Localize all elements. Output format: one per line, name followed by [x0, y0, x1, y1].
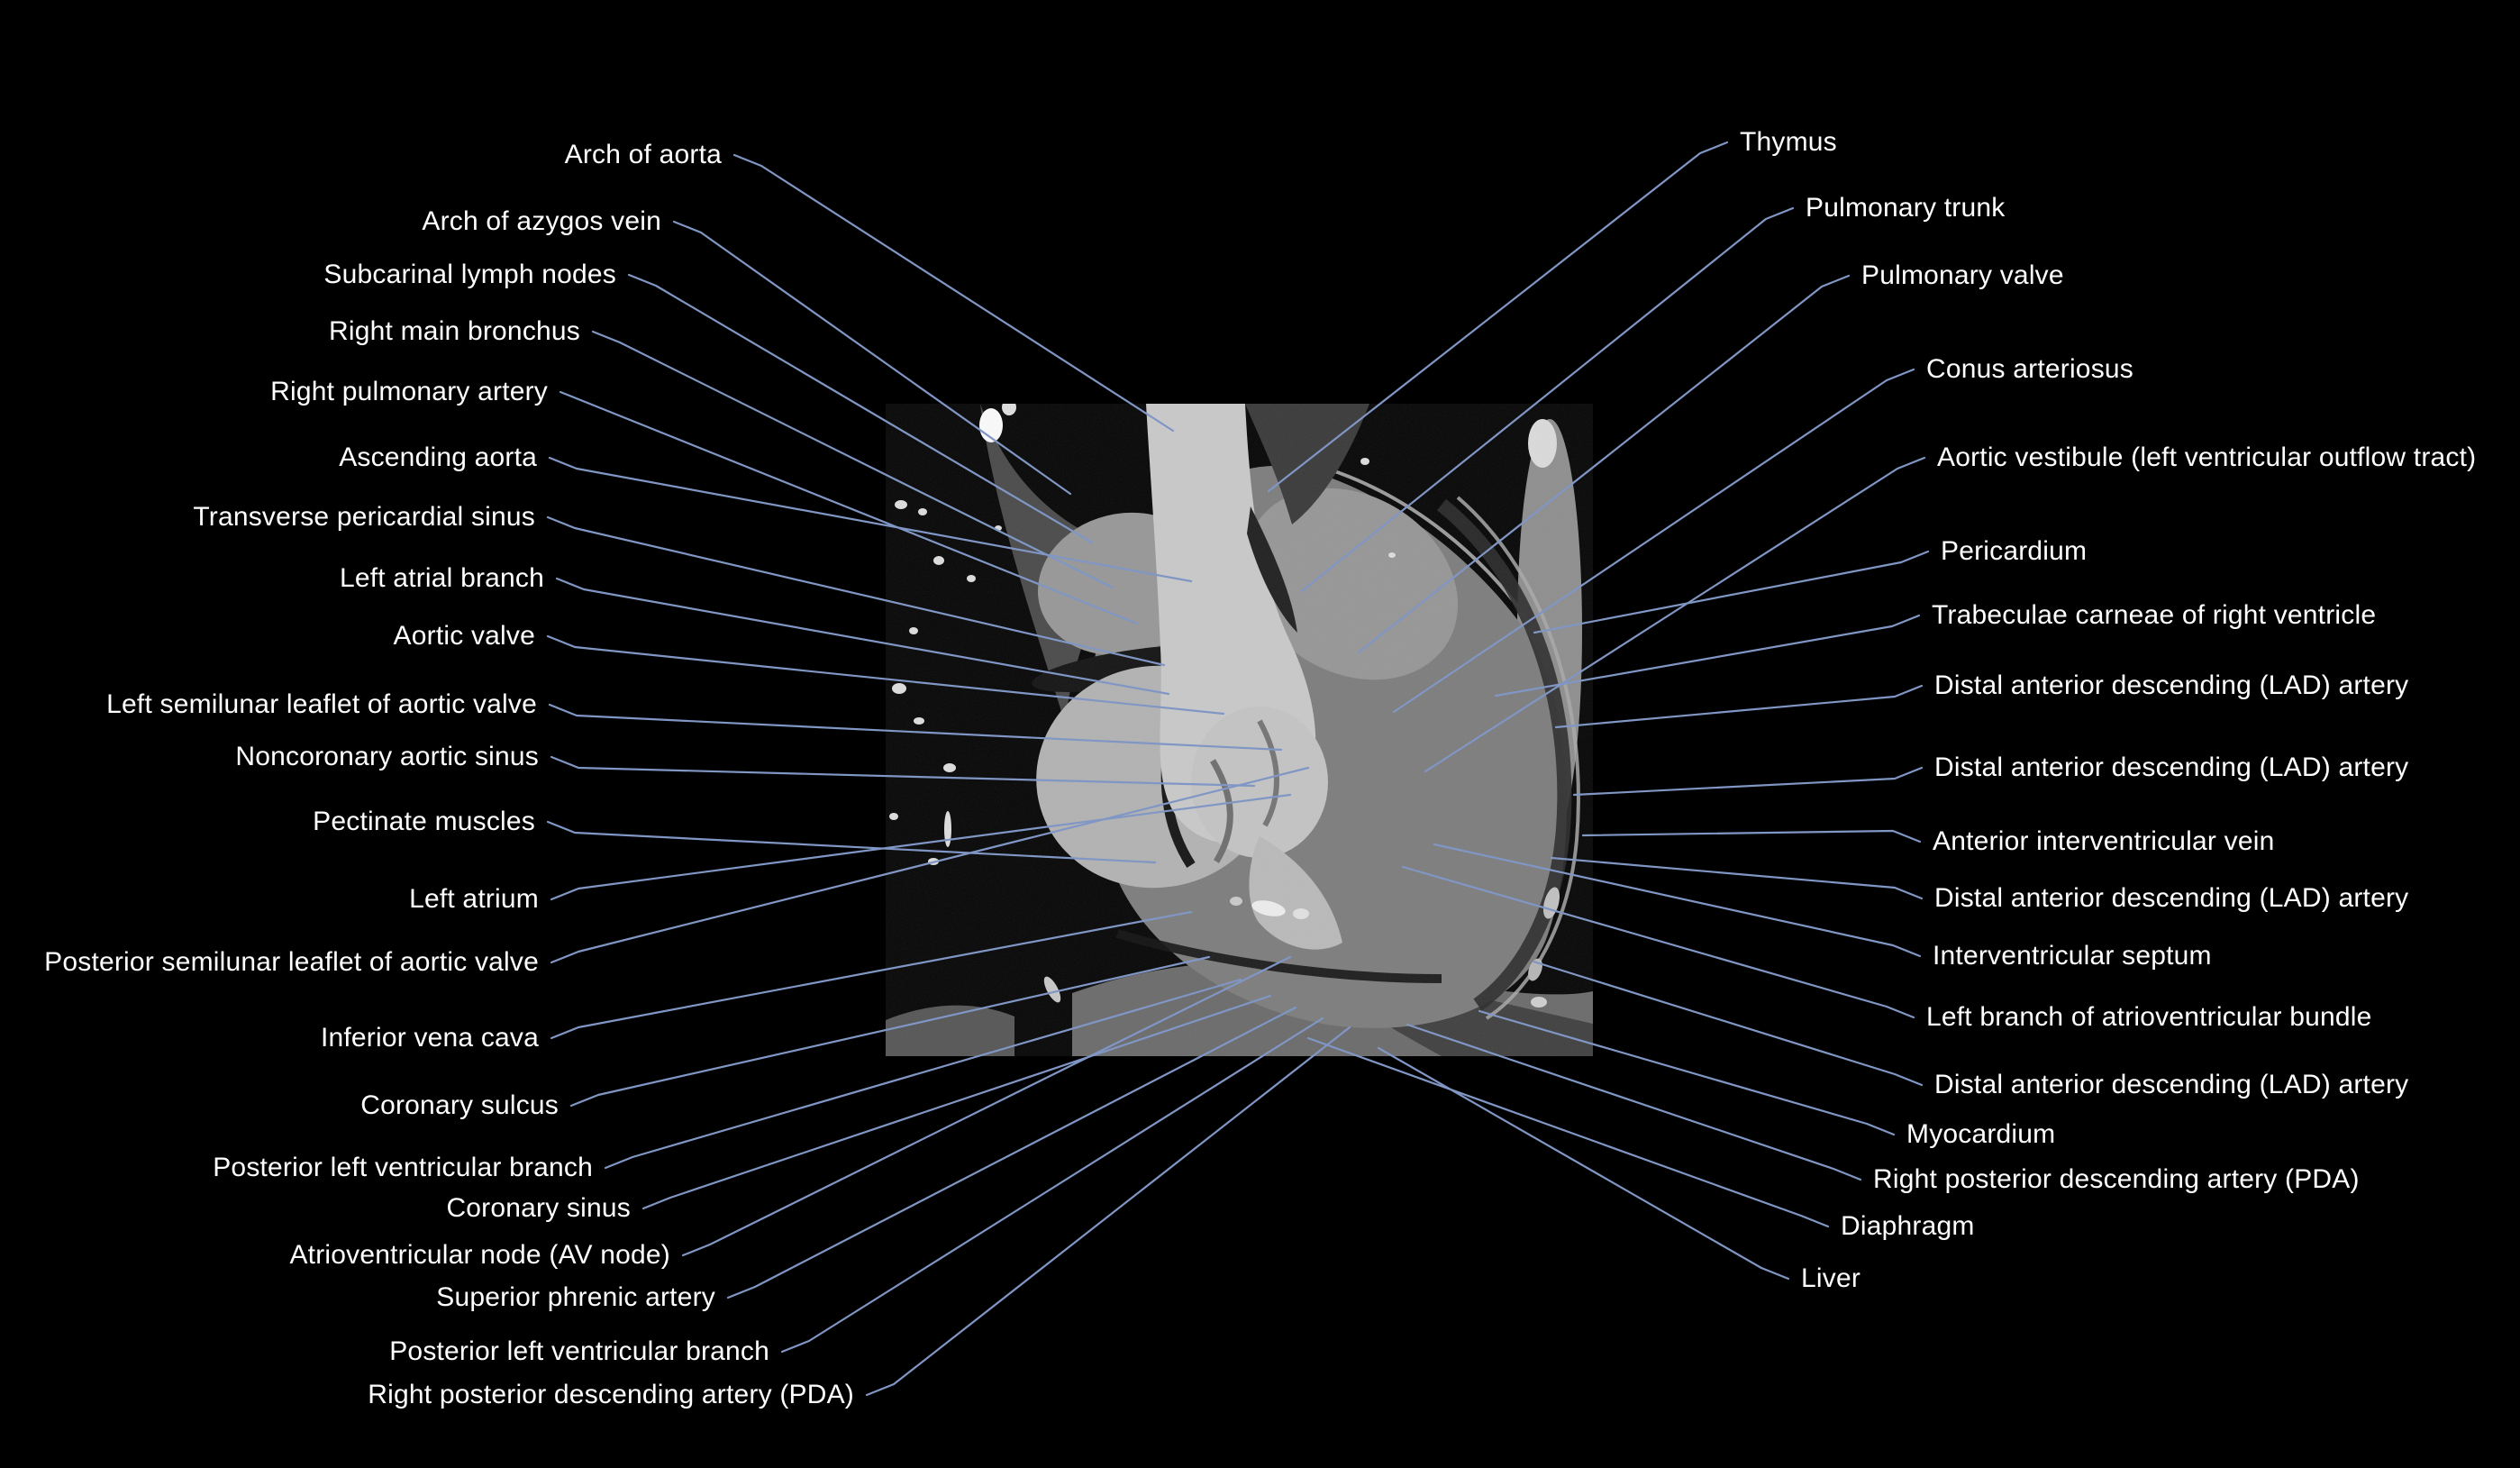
leader-line	[1532, 960, 1924, 1087]
leader-line	[1478, 1009, 1896, 1136]
leader-line	[550, 755, 1256, 788]
leader-line	[681, 955, 1292, 1257]
leader-line	[726, 1006, 1297, 1299]
leader-line	[780, 1017, 1324, 1354]
leader-line	[546, 820, 1157, 864]
leader-line	[1554, 684, 1924, 729]
leader-line	[1357, 274, 1851, 654]
leader-line	[1572, 766, 1924, 797]
leader-line	[1306, 1036, 1830, 1228]
leader-line	[1377, 1046, 1790, 1281]
leader-line	[1267, 141, 1729, 493]
leader-line	[1300, 206, 1795, 593]
leader-line	[732, 153, 1175, 433]
leader-line	[1550, 856, 1924, 900]
leader-line	[550, 766, 1310, 964]
leader-line	[672, 220, 1072, 496]
leader-line	[1401, 865, 1915, 1019]
leader-line	[591, 330, 1114, 589]
leader-line	[546, 515, 1166, 667]
leader-lines	[546, 141, 1930, 1397]
leader-line	[548, 456, 1193, 583]
leader-line	[548, 703, 1283, 752]
leader-line	[1392, 368, 1915, 714]
leader-line	[550, 793, 1292, 901]
leader-line	[1581, 829, 1922, 843]
leader-line	[627, 273, 1094, 544]
leader-line	[1433, 843, 1922, 958]
leader-line	[865, 1026, 1351, 1397]
leader-line	[559, 390, 1139, 625]
leader-line	[569, 955, 1211, 1108]
leader-line	[550, 910, 1193, 1040]
leader-line	[604, 978, 1242, 1170]
leader-line	[546, 634, 1225, 716]
leader-line	[1494, 614, 1921, 698]
leader-line	[641, 994, 1272, 1210]
ct-noise-texture	[886, 404, 1593, 1056]
ct-scan-image	[886, 404, 1593, 1056]
leader-line	[1406, 1023, 1862, 1181]
leader-line	[555, 577, 1170, 696]
leader-line	[1424, 456, 1926, 773]
leader-line	[1533, 550, 1930, 634]
